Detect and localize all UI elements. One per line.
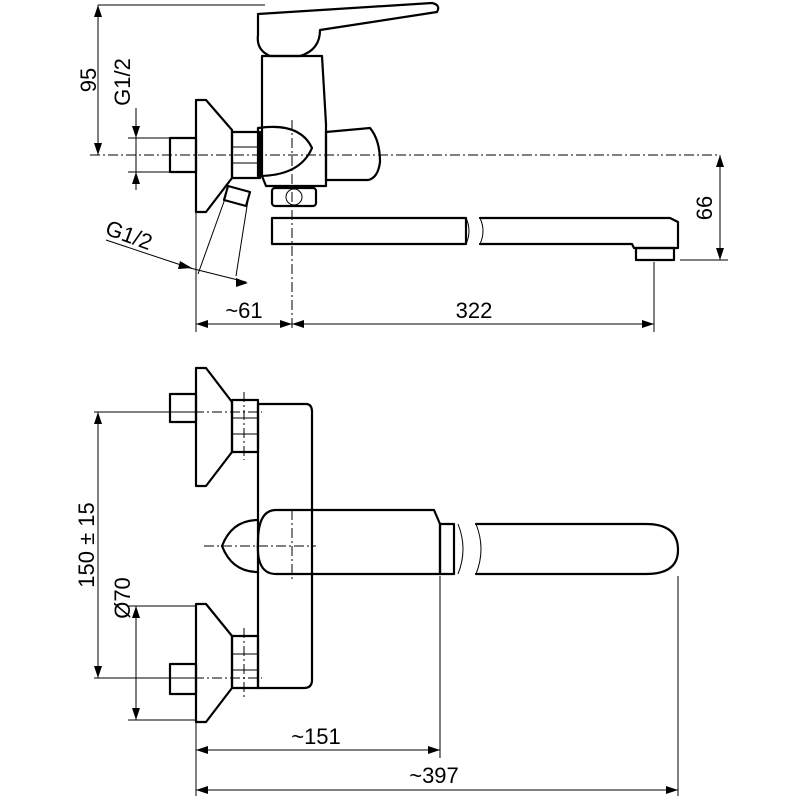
body-depth-label: ~151 (291, 724, 341, 749)
union-nut-top-lower (230, 634, 260, 690)
side-view: 95 G1/2 G1/2 ~61 322 66 (76, 1, 728, 332)
mixer-body (260, 54, 328, 188)
offset-dimension-label: ~61 (225, 298, 262, 323)
cartridge-cap (256, 125, 314, 178)
mixer-body-top (256, 402, 314, 690)
spout-top-left (256, 508, 442, 576)
union-nut-top-upper (230, 398, 260, 454)
spout-joint (438, 522, 456, 576)
centers-dimension-label: 150 ± 15 (74, 502, 99, 587)
inlet-stub-top-upper (168, 392, 198, 424)
angled-connector (222, 184, 252, 208)
spout-length-label: 322 (456, 298, 493, 323)
height-dimension-label: 95 (76, 68, 101, 92)
inlet-thread-label: G1/2 (110, 58, 135, 106)
spout-top-right (474, 522, 680, 576)
inlet-stub-top-lower (168, 662, 198, 696)
flange-diameter-label: Ø70 (110, 577, 135, 619)
overall-length-label: ~397 (409, 763, 459, 788)
spout-side-right (478, 216, 680, 250)
diverter-knob (324, 126, 382, 182)
lever-handle (256, 1, 440, 58)
spout-side-left (270, 216, 468, 246)
wall-flange-top-lower (194, 602, 234, 724)
spout-height-label: 66 (692, 196, 717, 220)
outlet-ring (270, 186, 318, 208)
angled-thread-label: G1/2 (102, 215, 155, 255)
spout-aerator (634, 246, 676, 262)
wall-flange-side (194, 98, 234, 214)
wall-flange-top-upper (194, 366, 234, 488)
top-view: 150 ± 15 Ø70 ~151 ~397 (74, 366, 680, 796)
